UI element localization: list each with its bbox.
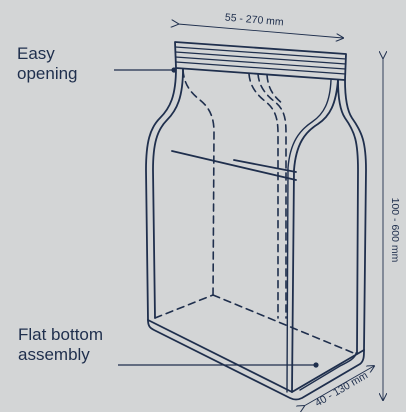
depth-dimension: 40 - 130 mm [304, 366, 374, 409]
flat-bottom-leader [118, 362, 319, 368]
height-dimension: 100 - 600 mm [383, 58, 401, 400]
width-dimension-label: 55 - 270 mm [224, 12, 284, 29]
zipper-seal [174, 41, 347, 81]
flat-bottom-label: Flat bottom assembly [18, 325, 103, 365]
right-side-profile [337, 79, 367, 354]
flat-bottom-label-line2: assembly [18, 345, 90, 364]
flat-bottom-label-line1: Flat bottom [18, 325, 104, 344]
tear-line [171, 150, 297, 181]
height-dimension-label: 100 - 600 mm [389, 198, 401, 263]
easy-opening-leader [114, 67, 177, 73]
hidden-back-edges [154, 69, 357, 355]
front-right-edge [286, 79, 339, 393]
easy-opening-label-line1: Easy [17, 44, 55, 63]
left-side-profile [145, 67, 184, 321]
width-dimension: 55 - 270 mm [178, 12, 343, 38]
easy-opening-label-line2: opening [17, 64, 78, 83]
easy-opening-label: Easy opening [17, 44, 78, 84]
